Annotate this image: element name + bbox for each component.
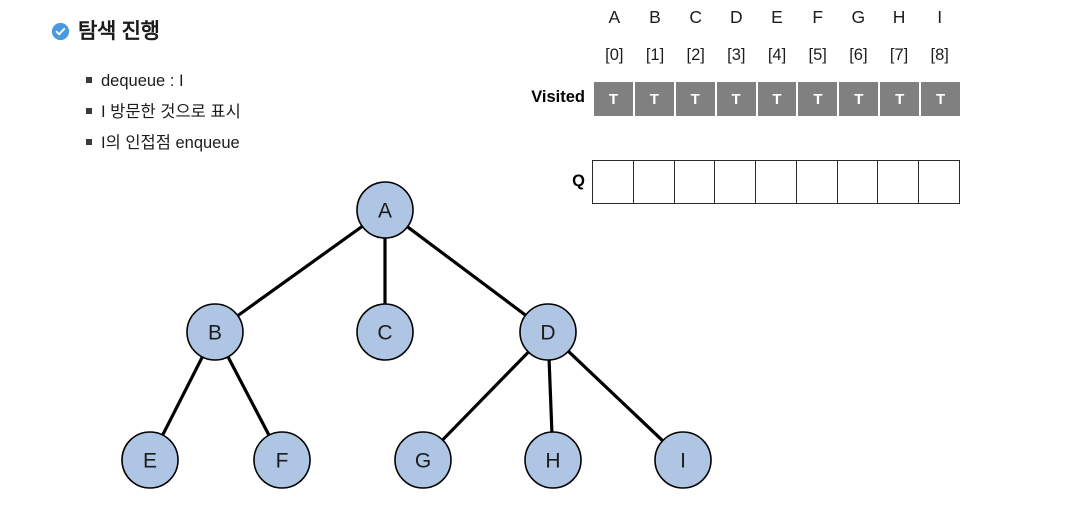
tree-node-label: B [208, 322, 222, 345]
tree-node-label: H [545, 450, 560, 473]
list-item-label: I 방문한 것으로 표시 [101, 103, 241, 122]
tree-node-g[interactable]: G [394, 431, 452, 489]
tree-node-label: F [276, 450, 289, 473]
tree-edge-B-F [226, 355, 271, 437]
visited-row-label: Visited [531, 88, 585, 106]
square-bullet-icon [86, 77, 92, 83]
tree-edge-A-D [405, 224, 528, 318]
page-title: 탐색 진행 [52, 21, 160, 42]
list-item-label: dequeue : I [101, 72, 184, 90]
tree-edge-D-G [440, 350, 531, 442]
square-bullet-icon [86, 139, 92, 146]
queue-cell[interactable] [593, 161, 634, 203]
tree-edge-group [160, 224, 665, 443]
tree-node-label: A [378, 200, 392, 223]
array-column-header: A [608, 7, 621, 27]
page-title-label: 탐색 진행 [78, 20, 160, 43]
tree-node-group: A B C D E F G H I [121, 181, 712, 489]
tree-node-e[interactable]: E [121, 431, 179, 489]
arrays-panel: A B C D E F G H I [0] [1] [2] [3] [4] [5] [6] [7] [8] Vi… [470, 0, 1072, 215]
tree-edge-A-B [236, 224, 364, 318]
visited-cell[interactable]: T [675, 82, 715, 116]
array-column-header: C [689, 7, 702, 27]
tree-node-i[interactable]: I [654, 431, 712, 489]
visited-cell[interactable]: T [594, 82, 633, 116]
queue-cell[interactable] [797, 161, 838, 203]
array-column-header: H [892, 7, 906, 27]
queue-cell[interactable] [675, 161, 716, 203]
array-index-header: [4] [767, 46, 787, 64]
queue-cell[interactable] [756, 161, 797, 203]
queue-array [592, 160, 960, 204]
array-index-header: [3] [727, 46, 746, 64]
array-index-header: [5] [808, 46, 827, 64]
tree-node-c[interactable]: C [356, 303, 414, 361]
tree-node-d[interactable]: D [519, 303, 577, 361]
array-column-header: B [649, 7, 661, 27]
array-column-header: G [851, 7, 866, 27]
tree-node-circle [253, 431, 311, 489]
queue-cell[interactable] [838, 161, 879, 203]
array-index-header: [2] [686, 46, 705, 64]
tree-node-circle [356, 303, 414, 361]
tree-node-label: D [540, 322, 555, 345]
list-item: dequeue : I [86, 72, 506, 90]
queue-cell[interactable] [919, 161, 959, 203]
list-item: I 방문한 것으로 표시 [86, 103, 506, 121]
tree-node-label: I [680, 450, 686, 473]
array-column-header: E [771, 7, 783, 27]
visited-cell[interactable]: T [757, 82, 797, 116]
array-index-headers: [0] [1] [2] [3] [4] [5] [6] [7] [8] [594, 44, 960, 67]
visited-cell[interactable]: T [839, 82, 879, 116]
bullet-list: dequeue : I I 방문한 것으로 표시 I의 인접점 enqueue [86, 72, 506, 165]
tree-node-circle [186, 303, 244, 361]
array-index-header: [1] [645, 46, 665, 64]
tree-edge-B-E [160, 355, 205, 437]
queue-row-label: Q [572, 172, 585, 190]
array-index-header: [7] [889, 46, 909, 64]
tree-node-circle [654, 431, 712, 489]
tree-node-h[interactable]: H [524, 431, 582, 489]
list-item: I의 인접점 enqueue [86, 134, 506, 152]
visited-cell[interactable]: T [880, 82, 920, 116]
check-circle-icon [52, 23, 69, 40]
tree-node-circle [524, 431, 582, 489]
tree-node-label: G [415, 450, 431, 473]
visited-cell[interactable]: T [716, 82, 756, 116]
tree-node-label: C [377, 322, 392, 345]
tree-edge-D-H [547, 358, 554, 434]
queue-cell[interactable] [715, 161, 757, 203]
array-column-header: D [730, 7, 743, 27]
array-column-headers: A B C D E F G H I [594, 5, 960, 30]
array-column-header: I [937, 7, 943, 27]
array-index-header: [8] [930, 46, 949, 64]
array-index-header: [0] [605, 46, 624, 64]
tree-edge-D-I [566, 349, 665, 443]
list-item-label: I의 인접점 enqueue [101, 134, 240, 153]
square-bullet-icon [86, 108, 92, 115]
queue-cell[interactable] [878, 161, 920, 203]
visited-cell[interactable]: T [634, 82, 674, 116]
tree-node-f[interactable]: F [253, 431, 311, 489]
tree-node-b[interactable]: B [186, 303, 244, 361]
tree-node-label: E [143, 450, 157, 473]
queue-cell[interactable] [634, 161, 675, 203]
tree-node-circle [519, 303, 577, 361]
array-column-header: F [812, 7, 824, 27]
array-index-header: [6] [849, 46, 868, 64]
tree-node-circle [121, 431, 179, 489]
tree-node-circle [394, 431, 452, 489]
explanation-panel: 탐색 진행 dequeue : I I 방문한 것으로 표시 I의 인접점 en… [0, 0, 520, 200]
visited-cell[interactable]: T [921, 82, 961, 116]
visited-cell[interactable]: T [798, 82, 838, 116]
